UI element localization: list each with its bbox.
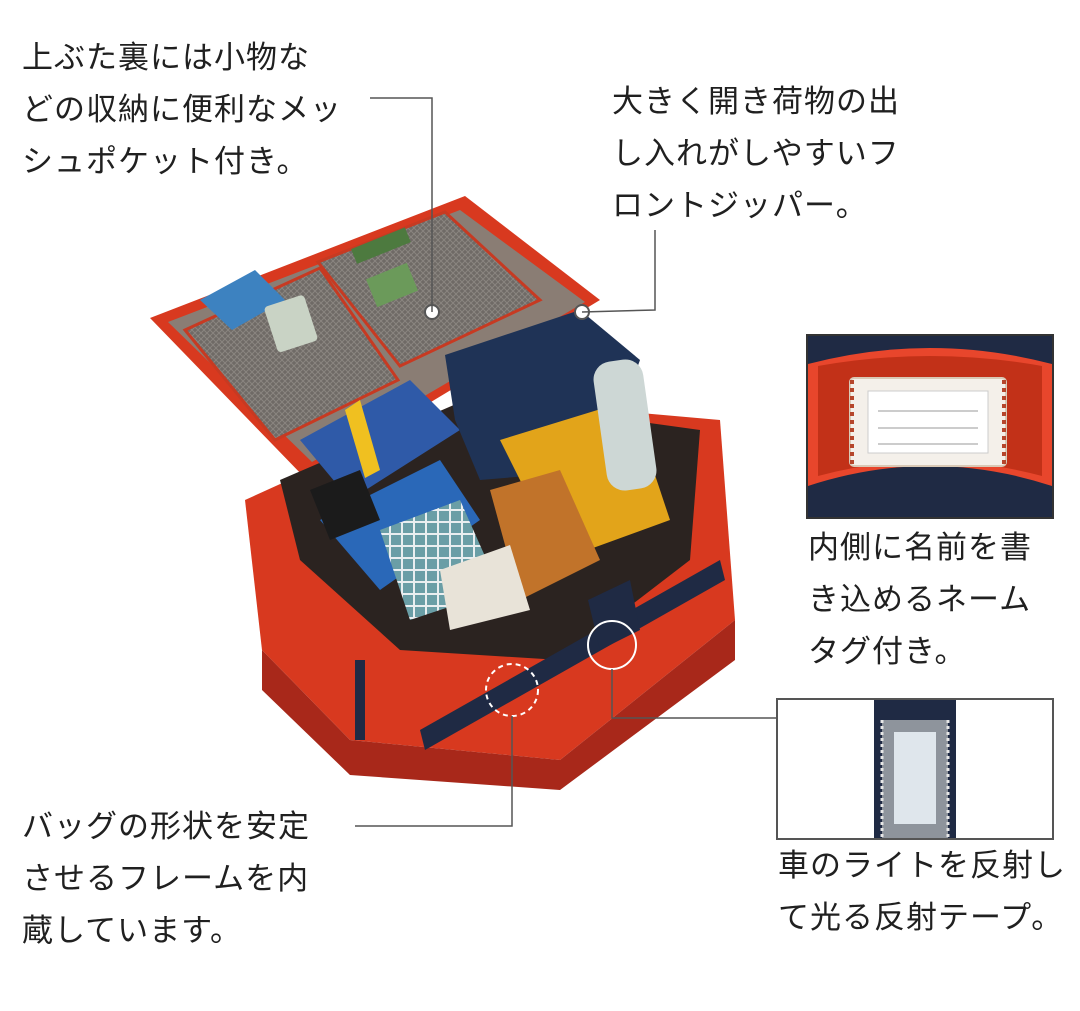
lid-mesh-pocket-caption: 上ぶた裏には小物な どの収納に便利なメッ シュポケット付き。 [22, 40, 342, 180]
reflector-icon [778, 700, 1052, 838]
reflective-tape-caption: 車のライトを反射し て光る反射テープ。 [778, 848, 1066, 936]
nametag-icon [808, 336, 1052, 517]
frame-leader-line [355, 716, 513, 827]
name-tag-caption: 内側に名前を書 き込めるネーム タグ付き。 [808, 530, 1032, 670]
reflector-leader-line [611, 669, 776, 719]
front-zipper-caption: 大きく開き荷物の出 し入れがしやすいフ ロントジッパー。 [612, 84, 900, 224]
lid-leader-line [370, 97, 433, 312]
reflector-inset [776, 698, 1054, 840]
bag-lid [150, 196, 600, 478]
frame-caption: バッグの形状を安定 させるフレームを内 蔵しています。 [22, 809, 310, 949]
nametag-inset [806, 334, 1054, 519]
zipper-leader-line [581, 230, 656, 313]
